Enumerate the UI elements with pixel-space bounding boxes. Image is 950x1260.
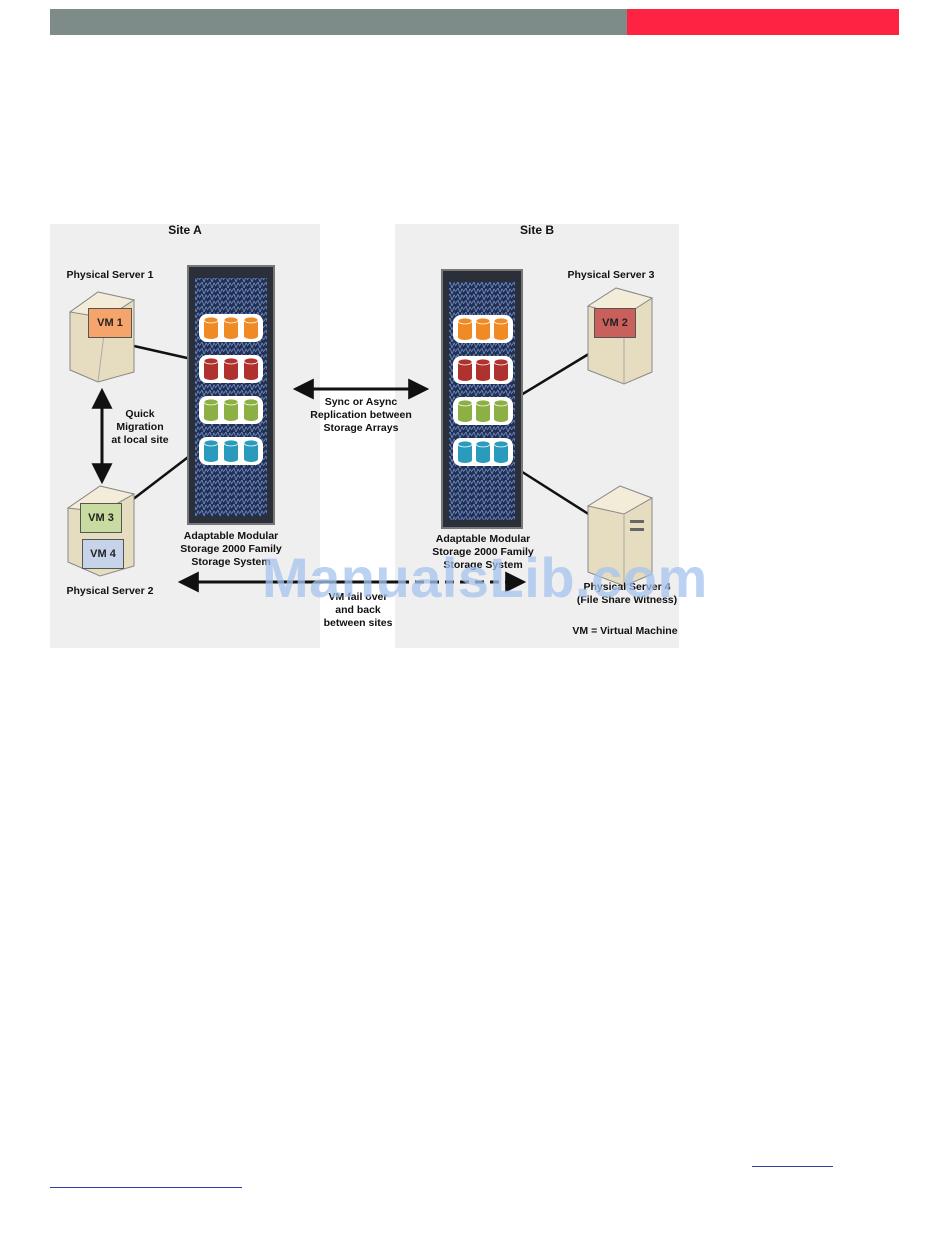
storage-a-line-1: Adaptable Modular [183,530,279,542]
storage-b-line-1: Adaptable Modular [435,533,531,545]
rack-b-disk-group-3 [453,397,513,425]
quick-migration-line-1: Quick [125,408,155,420]
storage-a-line-2: Storage 2000 Family [180,543,282,555]
storage-a-label: Adaptable Modular Storage 2000 Family St… [176,530,286,569]
storage-b-label: Adaptable Modular Storage 2000 Family St… [428,533,538,572]
link-server4-rack-b [515,466,591,517]
footer-link-underline-left[interactable] [50,1187,242,1188]
rack-a-disk-group-1 [199,314,263,342]
replication-line-1: Sync or Async [324,396,398,408]
rack-b-disk-group-2 [453,356,513,384]
storage-b-line-2: Storage 2000 Family [432,546,534,558]
server-3-label: Physical Server 3 [567,269,655,281]
footer-link-underline-right[interactable] [752,1166,833,1167]
rack-a-disk-group-2 [199,355,263,383]
storage-b-line-3: Storage System [443,559,523,571]
vm-1-box: VM 1 [88,308,132,338]
replication-label: Sync or Async Replication between Storag… [303,396,419,435]
watermark: ManualsLib.com [262,546,708,609]
site-a-title: Site A [168,223,202,237]
rack-a-disk-group-3 [199,396,263,424]
storage-a-line-3: Storage System [191,556,271,568]
failover-line-3: between sites [323,617,393,629]
legend-label: VM = Virtual Machine [572,625,678,637]
link-server3-rack-b [515,350,593,400]
storage-rack-a [187,265,275,525]
rack-b-disk-group-1 [453,315,513,343]
vm-4-box: VM 4 [82,539,124,569]
quick-migration-line-2: Migration [116,421,164,433]
server-2-label: Physical Server 2 [66,585,154,597]
server-4-line-1: Physical Server 4 [583,581,671,593]
failover-line-1: VM fail over [328,591,388,603]
rack-b-disk-group-4 [453,438,513,466]
header-bar-gray [50,9,627,35]
vm-3-box: VM 3 [80,503,122,533]
replication-line-2: Replication between [310,409,412,421]
quick-migration-label: Quick Migration at local site [110,408,170,447]
vm-2-box: VM 2 [594,308,636,338]
site-b-title: Site B [519,223,554,237]
failover-line-2: and back [335,604,381,616]
failover-label: VM fail over and back between sites [320,591,396,630]
server-4-line-2: (File Share Witness) [576,594,678,606]
server-4-label: Physical Server 4 (File Share Witness) [572,581,682,607]
header-bar-red [627,9,899,35]
link-server1-rack-a [133,344,197,362]
physical-server-4 [586,485,654,587]
server-1-label: Physical Server 1 [66,269,154,281]
rack-a-disk-group-4 [199,437,263,465]
replication-line-3: Storage Arrays [323,422,399,434]
quick-migration-line-3: at local site [111,434,169,446]
